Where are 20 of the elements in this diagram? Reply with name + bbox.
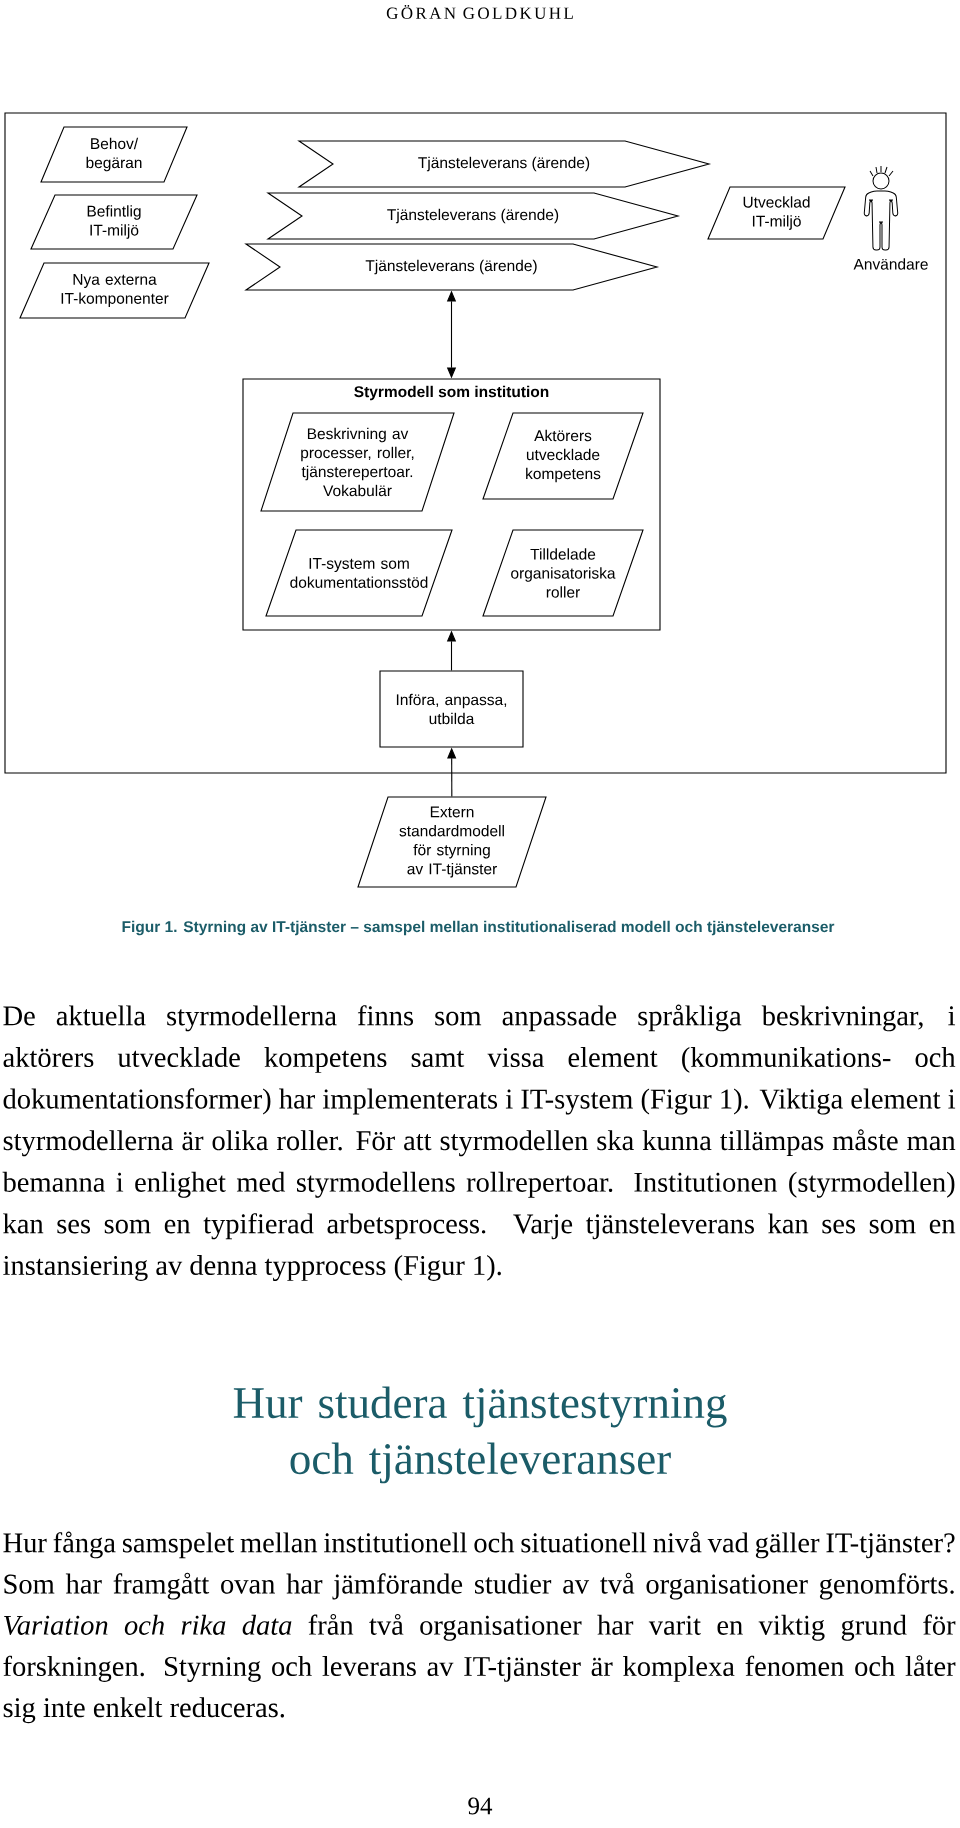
parallelogram-box: Tilldelade organisatoriska roller — [482, 529, 644, 617]
parallelogram-box: Utvecklad IT-miljö — [707, 186, 846, 240]
parallelogram-box: Nya externa IT-komponenter — [19, 262, 210, 319]
chevron-box: Tjänsteleverans (ärende) — [266, 192, 681, 240]
parallelogram-box: Aktörers utvecklade kompetens — [482, 412, 644, 500]
user-label: Användare — [853, 258, 928, 270]
page-number: 94 — [468, 1797, 493, 1815]
parallelogram-box: Befintlig IT-miljö — [30, 194, 198, 250]
figure-caption: Figur 1. Styrning av IT-tjänster – samspel mellan institutionaliserad modell och tjänsteleveranser — [122, 920, 835, 936]
chevron-box: Tjänsteleverans (ärende) — [244, 243, 660, 291]
parallelogram-box: Extern standardmodell för styrning av IT-tjänster — [357, 796, 547, 888]
chevron-box: Tjänsteleverans (ärende) — [297, 140, 712, 188]
process-box: Införa, anpassa, utbilda — [379, 670, 524, 748]
body-paragraph: De aktuella styrmodellerna finns som anpassade språkliga beskrivningar, i aktörers utvecklade kompetens samt vissa element (kommunikations- och dokumentationsformer) har implementerats i IT-system (Figur 1). Viktiga element i styrmodellerna är olika roller. För att styrmodellen ska kunna tillämpas måste man bemanna i enlighet med styrmodellens rollrepertoar. Institutionen (styrmodellen) kan ses som en typifierad arbetsprocess. Varje tjänsteleverans kan ses som en instansiering av denna typprocess (Figur 1). — [2, 1004, 956, 1281]
parallelogram-box: IT-system som dokumentationsstöd — [265, 529, 453, 617]
parallelogram-box: Behov/ begäran — [40, 126, 188, 183]
section-heading: Hur studera tjänstestyrning och tjänsteleveranser — [233, 1386, 727, 1484]
running-header: GÖRAN GOLDKUHL — [386, 5, 573, 19]
parallelogram-box: Beskrivning av processer, roller, tjänsterepertoar. Vokabulär — [260, 412, 455, 512]
body-paragraph: Hur fånga samspelet mellan institutionell och situationell nivå vad gäller IT-tjänster? Som har framgått ovan har jämförande studier av två organisationer genomförts. Variation och rika data från två organisationer har varit en viktig grund för forskningen. Styrning och leverans av IT-tjänster är komplexa fenomen och låter sig inte enkelt reduceras. — [3, 1531, 956, 1724]
